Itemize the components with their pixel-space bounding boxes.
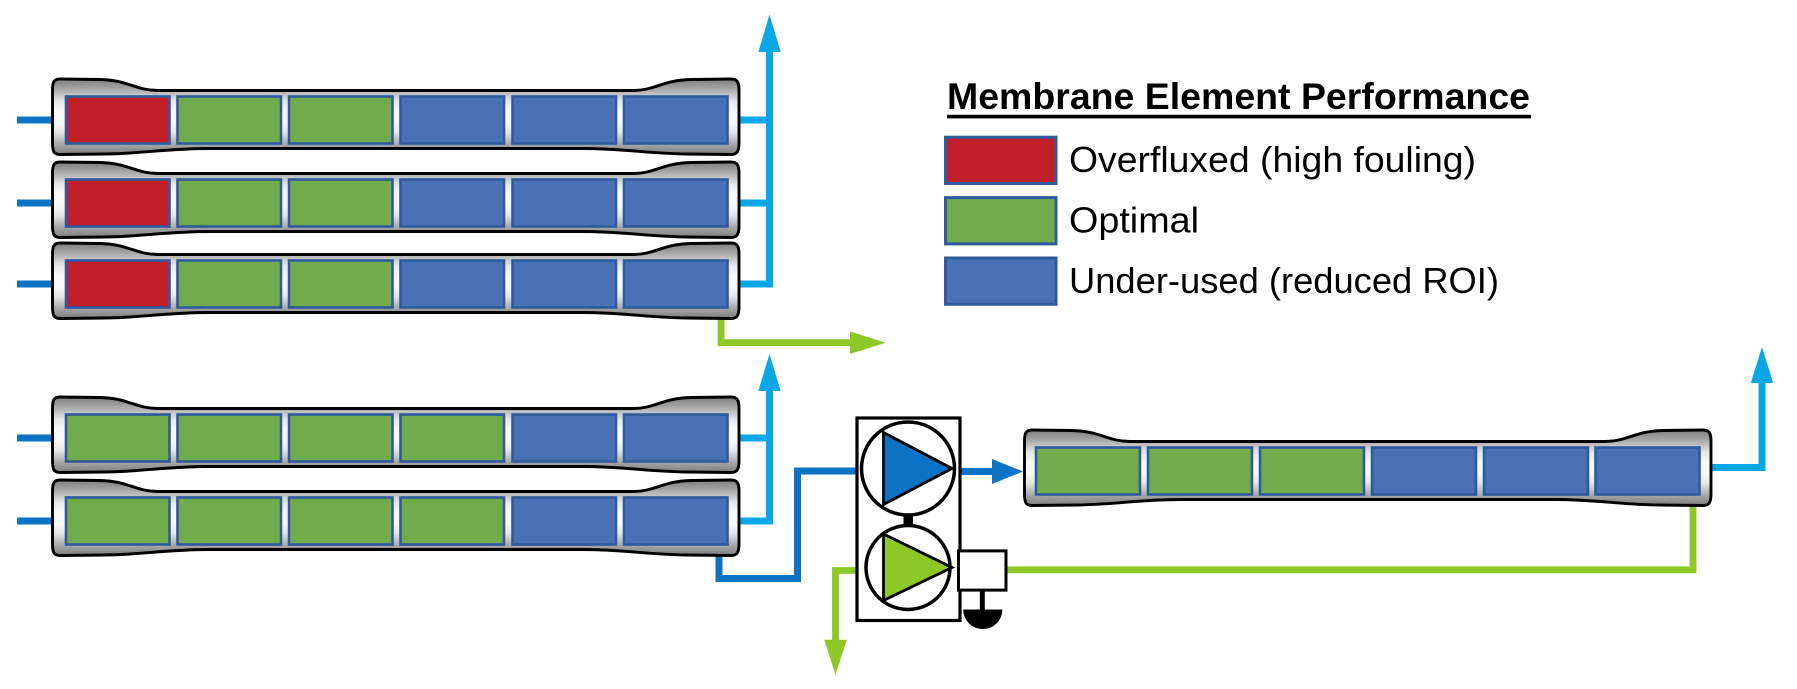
svg-text:Under-used (reduced ROI): Under-used (reduced ROI)	[1069, 260, 1499, 301]
svg-text:Overfluxed (high fouling): Overfluxed (high fouling)	[1069, 139, 1476, 180]
svg-text:Optimal: Optimal	[1069, 200, 1199, 241]
svg-text:Membrane Element Performance: Membrane Element Performance	[947, 75, 1530, 117]
